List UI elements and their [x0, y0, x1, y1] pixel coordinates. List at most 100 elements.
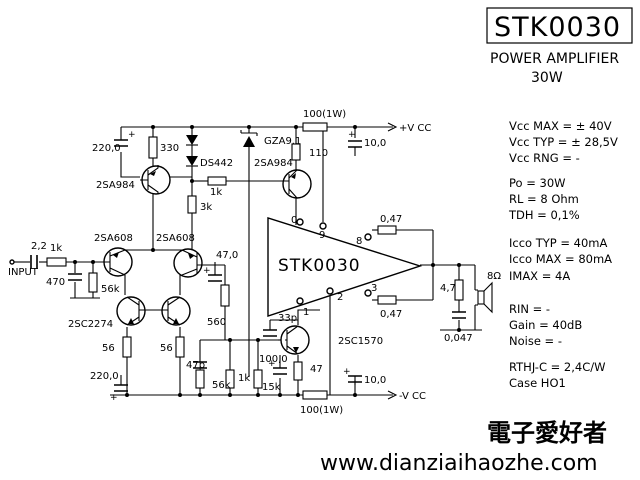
resistor-100-1w-top: [302, 122, 328, 132]
title-box: [486, 7, 633, 44]
resistor-047-bot: [377, 295, 397, 305]
subtitle-line2: 30W: [531, 70, 563, 86]
resistor-15k: [253, 369, 263, 389]
transistor-2sc1570: [280, 325, 310, 355]
wiring: [16, 126, 482, 396]
pin-1: [296, 297, 304, 305]
svg-text:15k: 15k: [262, 382, 281, 393]
svg-text:220,0: 220,0: [92, 143, 121, 154]
svg-text:47p: 47p: [186, 360, 205, 371]
svg-text:2SA608: 2SA608: [94, 233, 133, 244]
svg-text:110: 110: [309, 148, 328, 159]
cap-10-bot: [348, 375, 362, 383]
cap-220-bot: [114, 384, 128, 392]
spec-noise: Noise = -: [509, 334, 562, 348]
pin-2: [326, 287, 334, 295]
spec-gain: Gain = 40dB: [509, 318, 582, 332]
diode-2: [186, 156, 198, 166]
cap-220-top: [114, 139, 128, 147]
speaker-icon: [475, 281, 493, 314]
svg-text:1k: 1k: [210, 187, 222, 198]
svg-text:4,7: 4,7: [440, 283, 456, 294]
cap-47p: [193, 361, 207, 369]
svg-text:100,0: 100,0: [259, 354, 288, 365]
svg-text:9: 9: [319, 230, 325, 241]
svg-text:0: 0: [291, 215, 297, 226]
transistor-2sc2274-left: [116, 296, 146, 326]
cap-10-top: [348, 140, 362, 148]
resistor-110: [291, 143, 301, 161]
spec-rl: RL = 8 Ohm: [509, 192, 579, 206]
cap-in-2-2: [30, 255, 38, 269]
svg-text:2: 2: [337, 292, 343, 303]
resistor-56-right: [175, 336, 185, 358]
svg-text:+V CC: +V CC: [399, 123, 431, 134]
transistor-2sc2274-right: [160, 296, 191, 326]
svg-text:+: +: [110, 393, 118, 403]
svg-text:2,2: 2,2: [31, 241, 47, 252]
diode-1: [186, 135, 198, 145]
spec-imax: IMAX = 4A: [509, 269, 570, 283]
cap-47: [208, 274, 222, 282]
svg-text:1k: 1k: [238, 373, 250, 384]
svg-text:+: +: [203, 266, 211, 276]
transistor-2sa984-right: [282, 169, 312, 199]
svg-text:+: +: [128, 130, 136, 140]
resistor-56-left: [122, 336, 132, 358]
resistor-47: [293, 361, 303, 381]
svg-text:47: 47: [310, 364, 323, 375]
svg-text:3: 3: [371, 283, 377, 294]
svg-text:2SC1570: 2SC1570: [338, 336, 383, 347]
resistor-047-top: [377, 225, 397, 235]
spec-vcc-rng: Vcc RNG = -: [509, 151, 580, 165]
spec-list: Vcc MAX = ± 40V Vcc TYP = ± 28,5V Vcc RN…: [508, 119, 618, 390]
part-number: STK0030: [494, 12, 621, 43]
svg-text:56: 56: [160, 343, 173, 354]
spec-po: Po = 30W: [509, 176, 566, 190]
svg-text:3k: 3k: [200, 202, 212, 213]
resistor-56k-b: [195, 369, 205, 389]
transistor-2sa984-left: [140, 165, 171, 195]
spec-case: Case HO1: [509, 376, 566, 390]
rail-arrows: [9, 122, 398, 400]
svg-text:560: 560: [207, 317, 226, 328]
svg-text:+: +: [268, 359, 276, 369]
cap-0-047: [452, 311, 466, 319]
resistor-3k: [187, 195, 197, 214]
component-labels: 220,0 330 DS442 2SA984 1k 3k GZA9.1 2SA9…: [8, 109, 501, 416]
ic-block: STK0030 0 9 8 1 2 3: [267, 215, 423, 318]
svg-text:33p: 33p: [278, 313, 297, 324]
transistor-2sa608-right: [173, 248, 205, 278]
capacitors: + + + + + +: [30, 130, 466, 403]
svg-text:0,47: 0,47: [380, 309, 402, 320]
resistor-560: [220, 284, 230, 307]
svg-text:+: +: [343, 367, 351, 377]
spec-icco-max: Icco MAX = 80mA: [509, 252, 612, 266]
spec-vcc-typ: Vcc TYP = ± 28,5V: [509, 135, 618, 149]
svg-text:56: 56: [102, 343, 115, 354]
resistor-4-7: [454, 279, 464, 301]
resistor-100-1w-bot: [302, 390, 328, 400]
svg-text:2SA984: 2SA984: [254, 158, 293, 169]
svg-text:470: 470: [46, 277, 65, 288]
svg-text:2SC2274: 2SC2274: [68, 319, 113, 330]
resistor-330: [148, 136, 158, 159]
resistor-56k-a: [88, 272, 98, 293]
cap-470: [68, 273, 82, 281]
svg-text:2SA608: 2SA608: [156, 233, 195, 244]
spec-rin: RIN = -: [509, 302, 550, 316]
svg-text:DS442: DS442: [200, 158, 233, 169]
cap-100: [273, 367, 287, 375]
spec-vcc-max: Vcc MAX = ± 40V: [509, 119, 612, 133]
svg-text:0,047: 0,047: [444, 333, 473, 344]
svg-text:1k: 1k: [50, 243, 62, 254]
svg-text:100(1W): 100(1W): [300, 405, 343, 416]
svg-text:-V CC: -V CC: [399, 391, 426, 402]
pin-0: [296, 218, 304, 226]
svg-text:56k: 56k: [212, 380, 231, 391]
transistor-2sa608-left: [103, 247, 133, 277]
svg-text:2SA984: 2SA984: [96, 180, 135, 191]
watermark-url: www.dianziaihaozhe.com: [320, 451, 598, 476]
resistors: [46, 122, 464, 400]
